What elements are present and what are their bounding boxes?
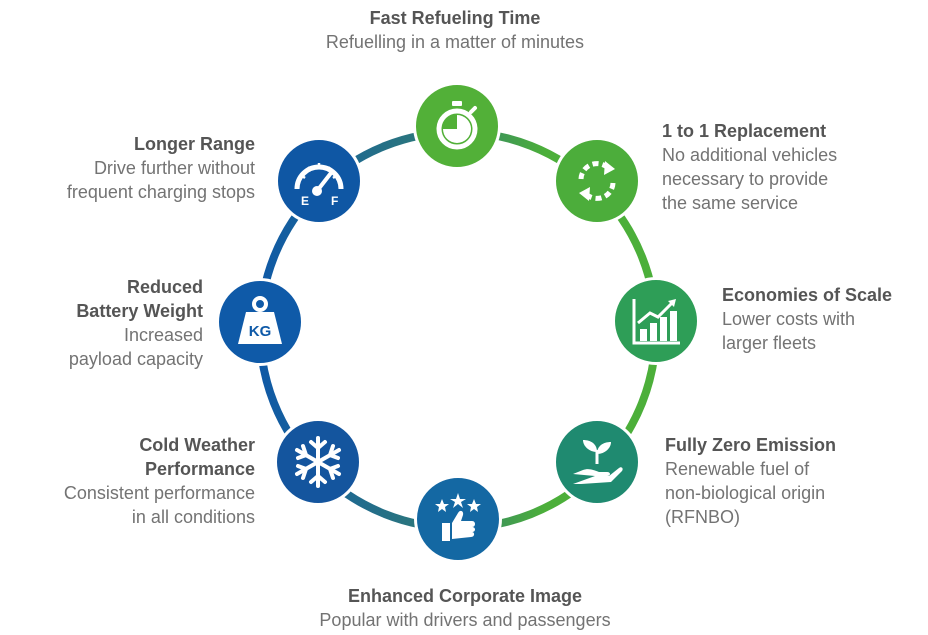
battery-weight-desc-line-1: Increased: [123, 325, 203, 345]
snowflake-icon: [295, 436, 341, 488]
cold-weather-node: [274, 418, 362, 506]
scale-desc-line-1: Lower costs with: [722, 309, 856, 329]
fast-refueling-node: [413, 82, 501, 170]
corporate-image-node: [414, 475, 502, 563]
battery-weight-label: Reduced Battery Weight Increased payload…: [0, 275, 203, 371]
battery-weight-desc-line-2: payload capacity: [68, 349, 203, 369]
kg-label: KG: [249, 323, 272, 340]
replacement-label: 1 to 1 Replacement No additional vehicle…: [662, 119, 902, 215]
battery-weight-title-line-1: Reduced: [126, 277, 203, 297]
fuel-gauge-icon: E F: [294, 163, 344, 208]
longer-range-desc-line-2: frequent charging stops: [66, 182, 255, 202]
refresh-icon: [578, 161, 616, 201]
zero-emission-node: [553, 418, 641, 506]
replacement-node: [553, 137, 641, 225]
battery-weight-node: KG: [216, 278, 304, 366]
scale-title: Economies of Scale: [722, 285, 893, 305]
cold-weather-desc-line-2: in all conditions: [131, 507, 255, 527]
corporate-image-desc: Popular with drivers and passengers: [319, 610, 611, 630]
fast-refueling-title: Fast Refueling Time: [369, 8, 541, 28]
cold-weather-label: Cold Weather Performance Consistent perf…: [0, 433, 255, 529]
zero-emission-desc-line-1: Renewable fuel of: [665, 459, 810, 479]
longer-range-desc-line-1: Drive further without: [93, 158, 255, 178]
battery-weight-title-line-2: Battery Weight: [76, 301, 203, 321]
plant-in-hand-icon: [573, 440, 623, 484]
replacement-desc-line-1: No additional vehicles: [662, 145, 838, 165]
bar-chart-growth-icon: [632, 299, 680, 345]
cold-weather-title-line-2: Performance: [144, 459, 255, 479]
thumbs-up-stars-icon: [435, 493, 481, 541]
zero-emission-title: Fully Zero Emission: [665, 435, 837, 455]
zero-emission-desc-line-3: (RFNBO): [665, 507, 740, 527]
gauge-empty-label: E: [301, 194, 309, 208]
stopwatch-icon: [436, 101, 478, 150]
corporate-image-label: Enhanced Corporate Image Popular with dr…: [255, 584, 675, 632]
fast-refueling-desc: Refuelling in a matter of minutes: [325, 32, 585, 52]
scale-desc-line-2: larger fleets: [722, 333, 817, 353]
gauge-full-label: F: [331, 194, 338, 208]
corporate-image-title: Enhanced Corporate Image: [347, 586, 583, 606]
replacement-desc-line-3: the same service: [662, 193, 799, 213]
zero-emission-desc-line-2: non-biological origin: [665, 483, 826, 503]
scale-label: Economies of Scale Lower costs with larg…: [722, 283, 922, 355]
kg-weight-icon: KG: [238, 296, 282, 344]
longer-range-label: Longer Range Drive further without frequ…: [0, 132, 255, 204]
longer-range-title: Longer Range: [133, 134, 255, 154]
scale-node: [612, 277, 700, 365]
replacement-title: 1 to 1 Replacement: [662, 121, 827, 141]
zero-emission-label: Fully Zero Emission Renewable fuel of no…: [665, 433, 905, 529]
longer-range-node: E F: [275, 137, 363, 225]
fast-refueling-label: Fast Refueling Time Refuelling in a matt…: [255, 6, 655, 54]
replacement-desc-line-2: necessary to provide: [662, 169, 829, 189]
cold-weather-title-line-1: Cold Weather: [139, 435, 255, 455]
cold-weather-desc-line-1: Consistent performance: [63, 483, 255, 503]
